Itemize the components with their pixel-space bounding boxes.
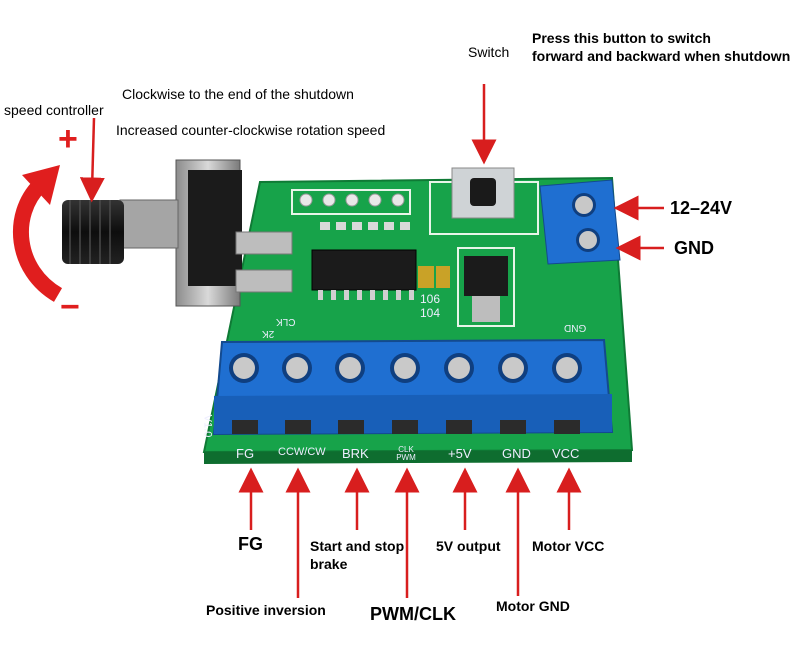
silk-pin-gnd: GND (502, 446, 531, 461)
label-switch-note-2: forward and backward when shutdown (532, 48, 791, 64)
silk-cap1: 106 (420, 292, 441, 306)
label-counter-clockwise: Increased counter-clockwise rotation spe… (116, 122, 386, 138)
silk-version: V1.0 (201, 414, 214, 438)
label-switch: Switch (468, 44, 510, 60)
label-speed-controller: speed controller (4, 102, 104, 118)
silk-pin-ccw: CCW/CW (278, 446, 326, 458)
label-pwm-clk: PWM/CLK (370, 604, 456, 624)
label-power: 12–24V (670, 198, 733, 218)
silk-pin-5v: +5V (448, 446, 472, 461)
silk-pin-brk: BRK (342, 446, 369, 461)
silk-pin-fg: FG (236, 446, 255, 461)
plus-sign: + (58, 120, 78, 158)
silk-pin-clk-pwm: CLK PWM (396, 445, 416, 462)
label-clockwise: Clockwise to the end of the shutdown (122, 86, 354, 102)
silk-2k: 2K (262, 328, 275, 339)
ic-chip (311, 249, 417, 291)
rotation-arrow (13, 179, 63, 302)
label-positive-inversion: Positive inversion (206, 602, 326, 618)
potentiometer (62, 159, 293, 307)
label-switch-note-1: Press this button to switch (532, 30, 711, 46)
silk-gnd-top: GND (564, 322, 587, 333)
silk-cap2: 104 (420, 306, 441, 320)
label-motor-vcc: Motor VCC (532, 538, 605, 554)
label-motor-gnd: Motor GND (496, 598, 570, 614)
terminal-block (212, 338, 614, 436)
label-fg: FG (238, 534, 263, 554)
label-start-stop-2: brake (310, 556, 348, 572)
label-start-stop-1: Start and stop (310, 538, 405, 554)
power-terminal (539, 179, 621, 265)
arrow-speed-controller (79, 117, 105, 203)
label-5v-output: 5V output (436, 538, 501, 554)
silk-pin-vcc: VCC (552, 446, 580, 461)
minus-sign: − (60, 288, 80, 326)
silk-clk: CLK (276, 316, 296, 327)
label-gnd: GND (674, 238, 714, 258)
